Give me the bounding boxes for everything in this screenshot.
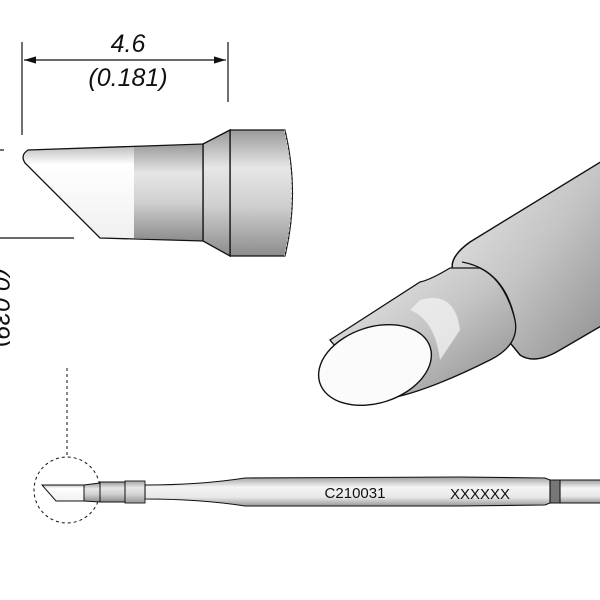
full-tip-view: C210031 XXXXXX	[40, 476, 600, 507]
tip-side-view	[22, 128, 294, 258]
length-mm: 4.6	[111, 30, 146, 58]
length-in: (0.181)	[88, 64, 167, 92]
part-marking: XXXXXX	[450, 486, 510, 503]
height-in: (0.039)	[0, 268, 14, 347]
part-code: C210031	[325, 485, 386, 502]
length-dimension: 4.6 (0.181)	[21, 30, 229, 135]
tip-perspective-view	[317, 161, 600, 407]
